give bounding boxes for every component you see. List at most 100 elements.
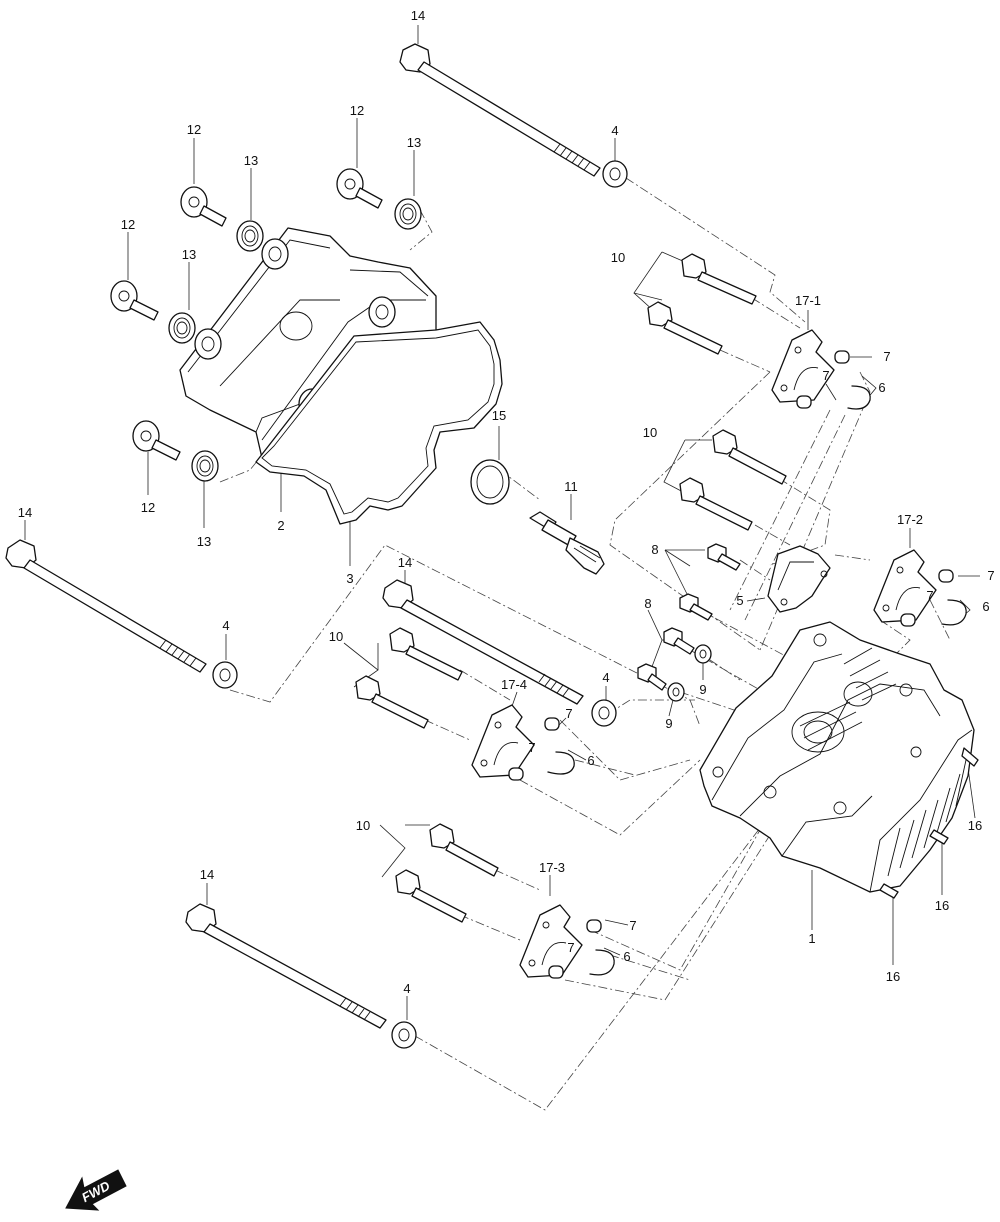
bolt-8-a <box>707 543 741 571</box>
callout-10: 10 <box>643 425 657 440</box>
callout-7: 7 <box>883 349 890 364</box>
bolt-10-lower-a <box>429 823 499 877</box>
callout-7: 7 <box>987 568 994 583</box>
dowel-7h <box>548 965 564 979</box>
shoulder-bolt-d <box>132 420 181 461</box>
washer-9-b <box>667 682 685 702</box>
callout-16: 16 <box>935 898 949 913</box>
cam-holder-17-2 <box>873 549 937 623</box>
callout-7: 7 <box>822 368 829 383</box>
callout-14: 14 <box>18 505 32 520</box>
callout-6: 6 <box>587 753 594 768</box>
callout-16: 16 <box>968 818 982 833</box>
callout-13: 13 <box>197 534 211 549</box>
callout-17-2: 17-2 <box>897 512 923 527</box>
long-bolt-left <box>5 539 207 673</box>
callout-10: 10 <box>356 818 370 833</box>
washer-bottom <box>391 1021 417 1049</box>
cam-holder-17-4 <box>471 704 535 778</box>
bolt-8-b <box>679 593 713 621</box>
callout-7: 7 <box>567 940 574 955</box>
callout-6: 6 <box>623 949 630 964</box>
cover-gasket <box>255 321 503 525</box>
dowel-7f <box>508 767 524 781</box>
spark-plug <box>529 511 605 575</box>
callout-14: 14 <box>398 555 412 570</box>
callout-7: 7 <box>926 588 933 603</box>
bracket-5 <box>767 545 831 613</box>
callout-7: 7 <box>565 706 572 721</box>
long-bolt-top <box>399 43 601 177</box>
callout-7: 7 <box>528 740 535 755</box>
long-bolt-bottom <box>185 903 387 1029</box>
callout-labels: 14 4 12 13 12 13 12 13 12 13 2 3 15 11 1… <box>18 8 995 996</box>
dowel-7g <box>586 919 602 933</box>
callout-4: 4 <box>602 670 609 685</box>
grommet-a <box>236 220 264 252</box>
callout-7: 7 <box>629 918 636 933</box>
callout-10: 10 <box>329 629 343 644</box>
callout-14: 14 <box>411 8 425 23</box>
dowel-7c <box>938 569 954 583</box>
dowel-7d <box>900 613 916 627</box>
callout-9: 9 <box>665 716 672 731</box>
callout-4: 4 <box>222 618 229 633</box>
cylinder-head <box>699 621 979 899</box>
bolt-8-c <box>663 627 695 655</box>
callout-13: 13 <box>244 153 258 168</box>
callout-17-3: 17-3 <box>539 860 565 875</box>
callout-1: 1 <box>808 931 815 946</box>
callout-12: 12 <box>121 217 135 232</box>
bolt-10-left-a <box>389 627 463 681</box>
callout-2: 2 <box>277 518 284 533</box>
shoulder-bolt-c <box>110 280 159 321</box>
callout-8: 8 <box>644 596 651 611</box>
callout-9: 9 <box>699 682 706 697</box>
callout-14: 14 <box>200 867 214 882</box>
o-ring <box>470 459 510 505</box>
clip-6b <box>941 599 967 626</box>
bolt-10-lower-b <box>395 869 467 923</box>
grommet-b <box>394 198 422 230</box>
callout-17-4: 17-4 <box>501 677 527 692</box>
long-bolt-middle <box>382 579 584 705</box>
washer-top <box>602 160 628 188</box>
washer-middle <box>591 699 617 727</box>
callout-4: 4 <box>611 123 618 138</box>
callout-6: 6 <box>982 599 989 614</box>
callout-16: 16 <box>886 969 900 984</box>
callout-4: 4 <box>403 981 410 996</box>
callout-17-1: 17-1 <box>795 293 821 308</box>
bolt-8-d <box>637 663 667 691</box>
washer-9-a <box>694 644 712 664</box>
callout-12: 12 <box>187 122 201 137</box>
callout-10: 10 <box>611 250 625 265</box>
dowel-7a <box>834 350 850 364</box>
dowel-7e <box>544 717 560 731</box>
shoulder-bolt-a <box>180 186 227 227</box>
bolt-10-mid-a <box>712 429 787 485</box>
callout-12: 12 <box>350 103 364 118</box>
callout-15: 15 <box>492 408 506 423</box>
bolt-10-mid-b <box>679 477 753 531</box>
callout-12: 12 <box>141 500 155 515</box>
washer-left <box>212 661 238 689</box>
callout-6: 6 <box>878 380 885 395</box>
callout-8: 8 <box>651 542 658 557</box>
grommet-d <box>191 450 219 482</box>
grommet-c <box>168 312 196 344</box>
clip-6d <box>589 949 615 976</box>
bolt-10-upper-a <box>681 253 757 305</box>
callout-13: 13 <box>407 135 421 150</box>
bolt-10-upper-b <box>647 301 723 355</box>
shoulder-bolt-b <box>336 168 383 209</box>
callout-3: 3 <box>346 571 353 586</box>
dowel-7b <box>796 395 812 409</box>
clip-6c <box>547 751 575 775</box>
cam-holder-17-1 <box>771 329 835 403</box>
callout-5: 5 <box>736 593 743 608</box>
bolt-10-left-b <box>355 675 429 729</box>
clip-6a <box>847 385 871 410</box>
callout-13: 13 <box>182 247 196 262</box>
